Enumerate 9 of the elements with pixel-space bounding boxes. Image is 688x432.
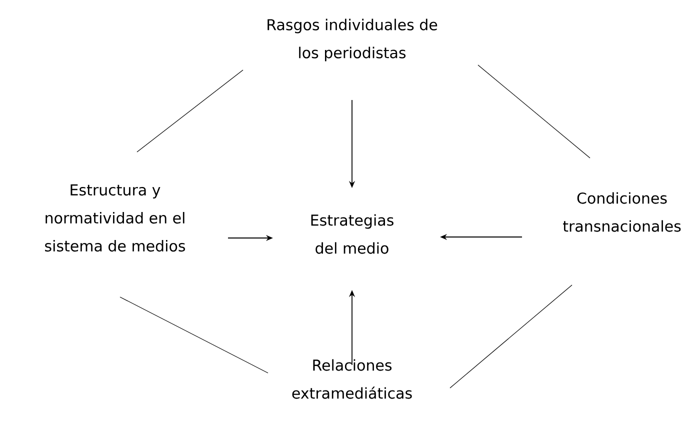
text-label: Condiciones transnacionales [563,192,681,232]
connector-line [478,64,590,158]
text-label: Relaciones extramediáticas [292,359,412,399]
text-label: Rasgos individuales de los periodistas [268,18,438,62]
connector-line [136,70,244,152]
text-label: Estructura y normatividad en el sistema de medios [45,184,185,252]
connector-line [120,296,268,374]
connector-line [450,284,572,388]
text-label: Estrategias del medio [311,214,394,254]
